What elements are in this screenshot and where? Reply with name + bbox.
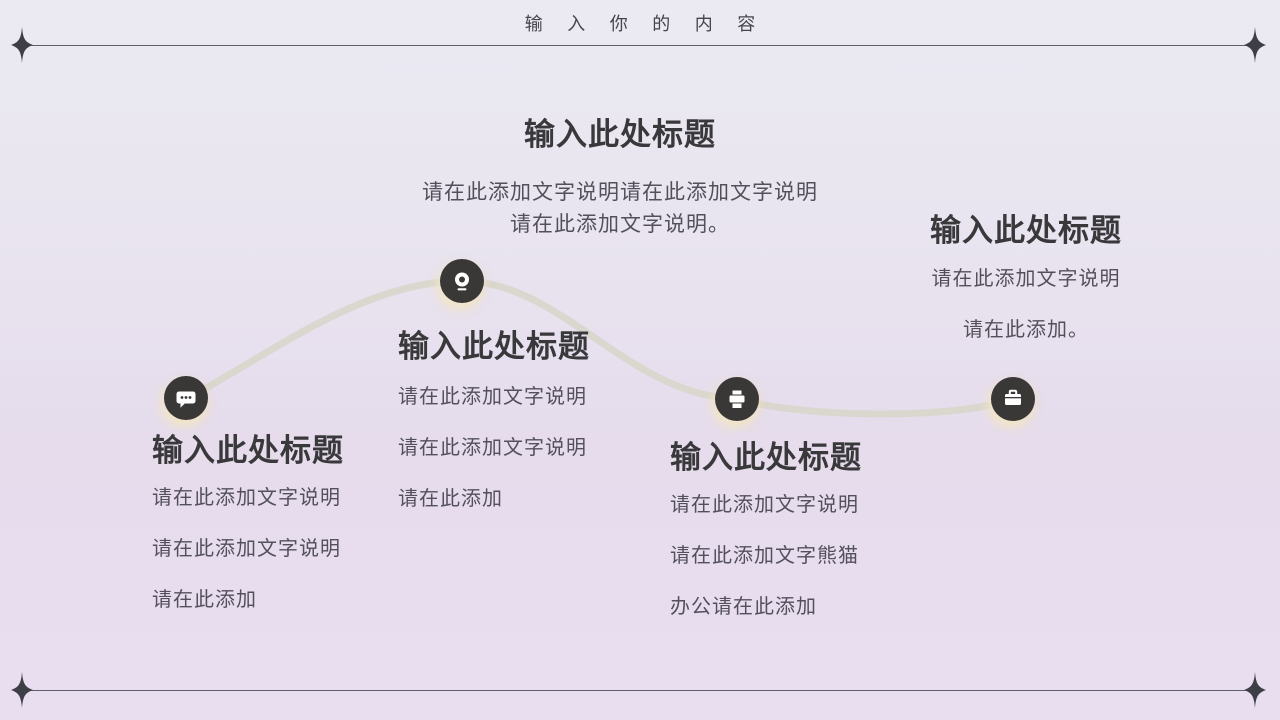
block-text-line: 请在此添加。 (963, 319, 1089, 341)
block-text-line: 请在此添加文字说明。 (510, 213, 730, 236)
block-text-line: 办公请在此添加 (670, 596, 817, 618)
sparkle-icon-bottom-right (1244, 671, 1266, 709)
block-text-line: 请在此添加 (152, 589, 257, 611)
content-block-top-center: 输入此处标题 请在此添加文字说明请在此添加文字说明 请在此添加文字说明。 (398, 118, 842, 241)
content-block-center-left: 输入此处标题 请在此添加文字说明 请在此添加文字说明 请在此添加 (398, 330, 658, 541)
block-title: 输入此处标题 (930, 213, 1122, 248)
block-text-line: 请在此添加文字说明 (398, 386, 587, 408)
block-text-line: 请在此添加文字说明 (152, 487, 341, 509)
block-text-line: 请在此添加文字说明 (931, 268, 1121, 290)
block-text-line: 请在此添加文字说明 (670, 494, 859, 516)
message-bubble-icon (164, 376, 208, 420)
block-title: 输入此处标题 (152, 433, 344, 468)
block-text-line: 请在此添加文字说明 (398, 437, 587, 459)
sparkle-icon-top-left (11, 26, 33, 64)
block-text-line: 请在此添加文字说明 (152, 538, 341, 560)
bottom-border-line (22, 690, 1255, 691)
block-text-line: 请在此添加文字说明请在此添加文字说明 (422, 181, 818, 204)
block-title: 输入此处标题 (670, 440, 862, 475)
top-border-line (22, 45, 1255, 46)
printer-icon (715, 377, 759, 421)
block-title: 输入此处标题 (524, 117, 716, 152)
content-block-right: 输入此处标题 请在此添加文字说明 请在此添加。 (926, 214, 1126, 372)
slide-header-title: 输 入 你 的 内 容 (524, 14, 766, 34)
content-block-center-right: 输入此处标题 请在此添加文字说明 请在此添加文字熊猫 办公请在此添加 (670, 441, 930, 649)
block-text-line: 请在此添加文字熊猫 (670, 545, 859, 567)
briefcase-icon (991, 377, 1035, 421)
webcam-icon (440, 259, 484, 303)
content-block-left: 输入此处标题 请在此添加文字说明 请在此添加文字说明 请在此添加 (152, 434, 412, 642)
block-text-line: 请在此添加 (398, 488, 503, 510)
sparkle-icon-bottom-left (11, 671, 33, 709)
block-title: 输入此处标题 (398, 329, 590, 364)
sparkle-icon-top-right (1244, 26, 1266, 64)
